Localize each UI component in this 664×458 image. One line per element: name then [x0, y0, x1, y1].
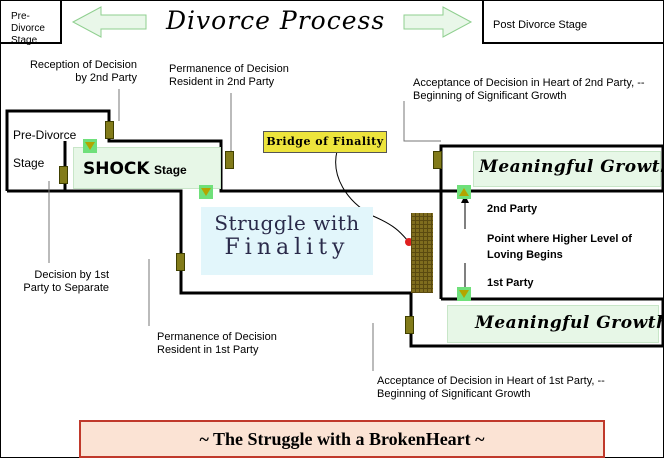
marker-permanence-1st [176, 253, 185, 271]
acceptance-1st-label: Acceptance of Decision in Heart of 1st P… [377, 375, 605, 400]
marker-permanence-2nd [225, 151, 234, 169]
down-triangle-icon [85, 142, 95, 150]
marker-acceptance-2nd [433, 151, 442, 169]
acceptance-2nd-label: Acceptance of Decision in Heart of 2nd P… [413, 77, 645, 102]
marker-decision-1st [59, 166, 68, 184]
left-arrow-icon [71, 6, 147, 38]
bridge-of-finality: Bridge of Finality [263, 131, 387, 153]
leader-acceptance-2nd [403, 101, 441, 142]
right-arrow-icon [403, 6, 473, 38]
down-triangle-icon [201, 188, 211, 196]
prev-box-border [1, 1, 62, 44]
growth-top-frame [439, 144, 663, 193]
shock-exit-marker [199, 185, 213, 199]
shock-word: SHOCK [83, 159, 150, 179]
growth-top-box [473, 151, 661, 187]
reception-label: Reception of Decision by 2nd Party [29, 59, 137, 84]
permanence-2nd-label: Permanence of Decision Resident in 2nd P… [169, 63, 289, 88]
shock-top-path [5, 109, 441, 193]
up-triangle-icon [459, 188, 469, 196]
struggle-line1: Struggle with [214, 211, 360, 235]
growth-bottom-marker [457, 287, 471, 301]
arrow-up-icon [461, 195, 469, 203]
growth-bottom-box [447, 305, 659, 343]
point-higher-label: Point where Higher Level of Loving Begin… [487, 233, 632, 261]
shock-stage-word: Stage [154, 163, 187, 177]
permanence-1st-label: Permanence of Decision Resident in 1st P… [157, 331, 277, 356]
growth-top-marker [457, 185, 471, 199]
second-party-label: 2nd Party [487, 203, 538, 215]
struggle-line2: Finality [224, 235, 350, 260]
pre-divorce-stage-label: Pre-Divorce Stage [13, 128, 77, 170]
first-party-label: 1st Party [487, 277, 534, 289]
page-title: Divorce Process [166, 6, 386, 35]
prev-stage-label[interactable]: Pre-Divorce Stage [11, 11, 45, 46]
struggle-box: Struggle with Finality [201, 207, 373, 275]
bridge-pillar [411, 213, 433, 293]
growth-top-title: Meaningful Growth [479, 157, 664, 177]
shock-stage-title: SHOCK Stage [83, 159, 187, 179]
next-box-border [482, 1, 663, 44]
next-stage-label[interactable]: Post Divorce Stage [493, 19, 588, 31]
marker-reception [105, 121, 114, 139]
decision-1st-label: Decision by 1st Party to Separate [23, 269, 109, 294]
shock-stage-box [73, 147, 221, 189]
down-triangle-icon [459, 290, 469, 298]
marker-acceptance-1st [405, 316, 414, 334]
growth-bottom-title: Meaningful Growth [475, 313, 664, 333]
shock-entry-marker [83, 139, 97, 153]
footer-banner: ~ The Struggle with a BrokenHeart ~ [79, 420, 605, 458]
